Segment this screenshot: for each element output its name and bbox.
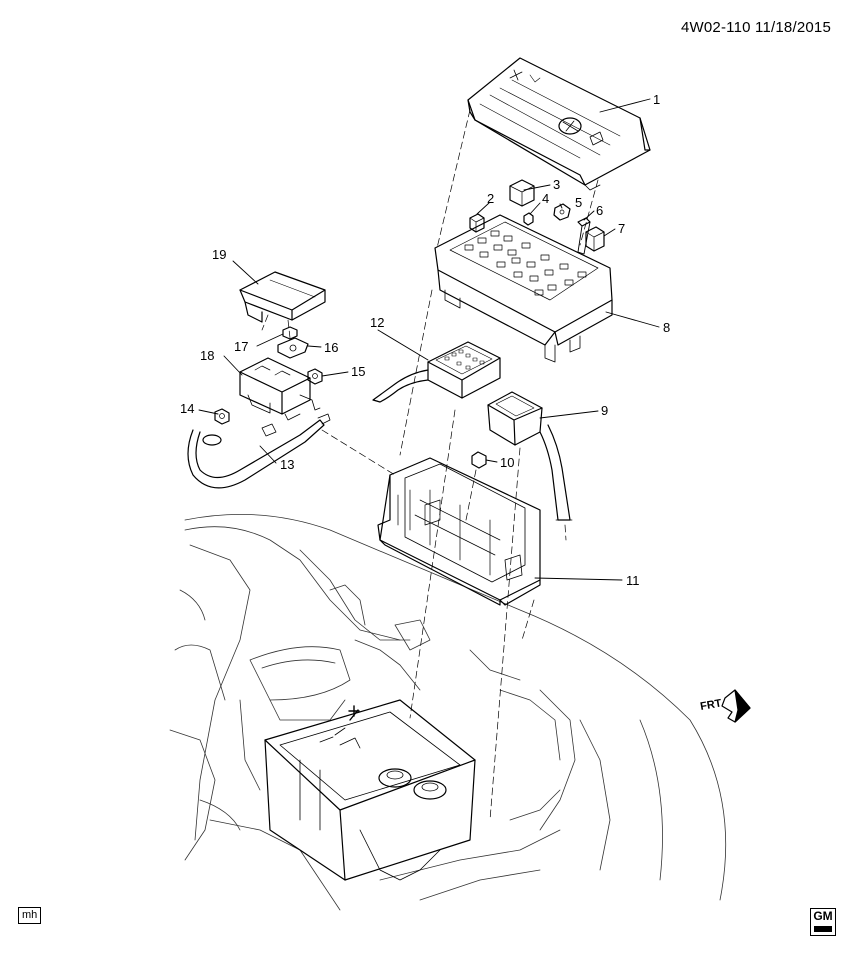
- callout-19: 19: [212, 247, 226, 262]
- callout-13: 13: [280, 457, 294, 472]
- callout-17: 17: [234, 339, 248, 354]
- callout-12: 12: [370, 315, 384, 330]
- retaining-clip: [471, 451, 487, 469]
- callout-3: 3: [553, 177, 560, 192]
- battery: [264, 699, 476, 881]
- wiring-connector: [372, 341, 501, 403]
- harness-connector: [487, 391, 573, 521]
- bus-bar-terminal: [277, 337, 309, 359]
- cable-nut: [214, 408, 230, 425]
- callout-7: 7: [618, 221, 625, 236]
- junction-block: [239, 357, 321, 421]
- callout-1: 1: [653, 92, 660, 107]
- diagram-code-date: 4W02-110 11/18/2015: [680, 19, 831, 36]
- callout-16: 16: [324, 340, 338, 355]
- fuse-clip: [553, 203, 571, 221]
- callout-14: 14: [180, 401, 194, 416]
- gm-logo-text: GM: [813, 909, 833, 923]
- front-direction-arrow: [721, 689, 751, 723]
- mini-relay: [585, 226, 605, 252]
- fuse-block-cover: [467, 57, 651, 191]
- relay: [509, 179, 535, 207]
- terminal-nut: [282, 326, 298, 340]
- callout-leaders: [198, 98, 660, 581]
- callout-8: 8: [663, 320, 670, 335]
- callout-6: 6: [596, 203, 603, 218]
- callout-5: 5: [575, 195, 582, 210]
- callout-18: 18: [200, 348, 214, 363]
- battery-cable: [187, 413, 331, 489]
- hex-nut: [307, 368, 323, 385]
- callout-2: 2: [487, 191, 494, 206]
- underhood-fuse-block: [434, 214, 613, 363]
- fuse-block-tray: [377, 457, 541, 606]
- terminal-cover: [239, 271, 326, 323]
- callout-11: 11: [626, 573, 640, 588]
- callout-15: 15: [351, 364, 365, 379]
- callout-10: 10: [500, 455, 514, 470]
- gm-logo: GM: [810, 908, 836, 936]
- micro-fuse: [523, 212, 534, 226]
- engine-bay-outline: [169, 513, 727, 911]
- callout-9: 9: [601, 403, 608, 418]
- mini-fuse: [469, 213, 485, 233]
- drafter-initials: mh: [18, 907, 42, 924]
- callout-4: 4: [542, 191, 549, 206]
- front-arrow-label: FRT: [699, 697, 722, 713]
- assembly-lines: [261, 109, 599, 821]
- cartridge-fuse: [577, 217, 591, 255]
